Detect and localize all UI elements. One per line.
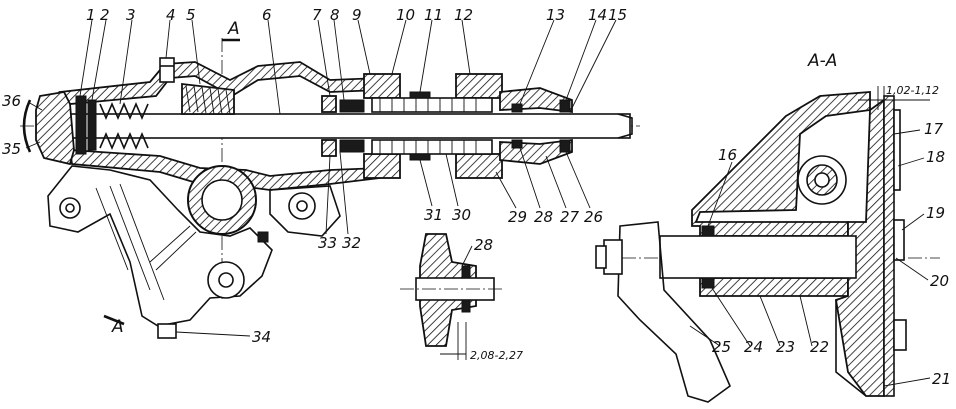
label-26: 26 [584,208,603,226]
label-28b: 28 [474,236,493,254]
leader-lines [25,19,617,337]
label-34: 34 [252,328,271,346]
label-32: 32 [342,234,361,252]
label-23: 23 [776,338,795,356]
label-33: 33 [318,234,337,252]
gear-ring-right-lower [455,153,503,179]
mount-bolt-right [288,192,316,220]
input-shaft [39,113,631,139]
lock-nut [75,95,87,155]
label-4: 4 [166,6,176,24]
label-20: 20 [930,272,949,290]
bearing-race-lower [339,139,365,153]
plug [257,231,269,243]
pitman-arm-hub [207,261,245,299]
bolt [159,57,175,83]
label-12: 12 [454,6,473,24]
bushing-24 [701,277,715,289]
label-30: 30 [452,206,471,224]
label-2: 2 [100,6,110,24]
spacer-lower [409,153,431,161]
section-mark-top: A [227,19,240,39]
detail-view: 2,08-2,27 28 [400,233,523,362]
sleeve-lower [371,139,493,155]
bushing-16 [701,225,715,237]
label-27: 27 [560,208,580,226]
label-8: 8 [330,6,340,24]
bearing-lower [321,139,337,157]
label-36: 36 [2,92,21,110]
label-17: 17 [924,120,944,138]
label-31: 31 [424,206,443,224]
section-title: A-A [807,51,837,71]
label-24: 24 [744,338,763,356]
label-14: 14 [588,6,607,24]
sector-shaft-section [659,235,857,279]
label-18: 18 [926,148,945,166]
section-housing [691,91,871,237]
sector-shaft [201,179,243,221]
label-29: 29 [508,208,527,226]
spring [99,101,149,151]
label-35: 35 [2,140,21,158]
label-16: 16 [718,146,737,164]
pitman-arm [617,221,731,403]
label-19: 19 [926,204,945,222]
dim-top-clearance: 1,02-1,12 [886,84,939,97]
gear-ring-left-upper [363,73,401,99]
drain-bolt [157,323,177,339]
label-3: 3 [126,6,136,24]
section-housing-lower-wall [699,277,849,297]
sleeve-upper [371,97,493,113]
section-flange [834,98,885,397]
label-25: 25 [712,338,731,356]
label-11: 11 [424,6,443,24]
housing-boss [269,185,341,237]
seal-upper [559,99,571,113]
label-13: 13 [546,6,565,24]
section-aa-view: A-A 1,02-1,12 [595,51,940,403]
label-6: 6 [262,6,272,24]
label-1: 1 [86,6,96,24]
end-cap [35,91,75,166]
label-7: 7 [312,6,322,24]
section-cover [883,95,895,397]
dim-bottom-clearance: 2,08-2,27 [470,349,523,362]
seal-lower [559,139,571,153]
shaft-end [617,113,633,139]
part-labels: 1 2 3 4 5 6 7 8 9 10 11 12 13 14 15 36 3… [2,6,951,388]
label-9: 9 [352,6,362,24]
bearing-race-upper [339,99,365,113]
washer [87,99,97,151]
bearing-upper [321,95,337,113]
main-section-view: A A [20,19,640,339]
label-21: 21 [932,370,951,388]
spacer-upper [409,91,431,99]
label-5: 5 [186,6,196,24]
label-15: 15 [608,6,627,24]
label-10: 10 [396,6,415,24]
dust-cover [22,99,32,153]
mount-bolt-left [59,197,81,219]
gear-ring-right-upper [455,73,503,99]
label-28: 28 [534,208,553,226]
label-22: 22 [810,338,829,356]
gear-ring-left-lower [363,153,401,179]
